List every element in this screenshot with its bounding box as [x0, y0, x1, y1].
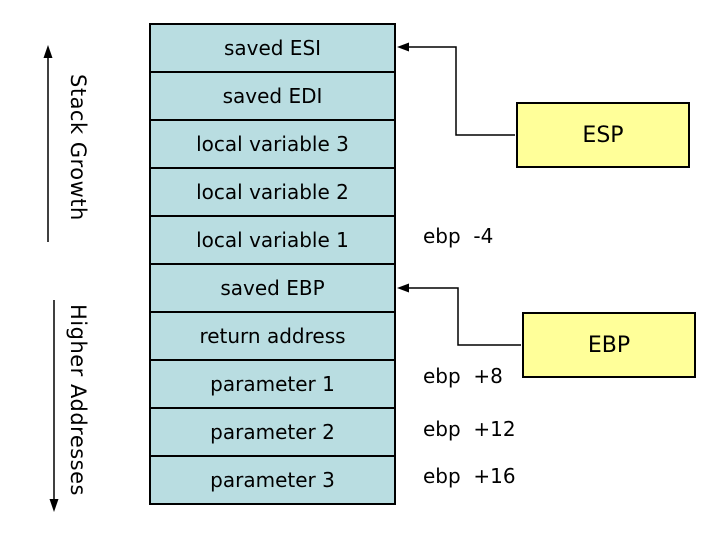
offset-label-ebp-plus-12: ebp +12 [423, 417, 516, 441]
ebp-register-label: EBP [587, 332, 631, 358]
stack-growth-label: Stack Growth [66, 74, 90, 221]
stack-row-return-address: return address [149, 311, 396, 361]
higher-addresses-arrowhead-icon [49, 499, 59, 512]
stack-frame-column: saved ESI saved EDI local variable 3 loc… [149, 23, 396, 505]
stack-row-local-var-1: local variable 1 [149, 215, 396, 265]
esp-register-box: ESP [516, 102, 690, 168]
ebp-register-box: EBP [522, 312, 696, 378]
ebp-pointer-line [401, 287, 521, 346]
esp-register-label: ESP [582, 122, 624, 148]
stack-row-local-var-3: local variable 3 [149, 119, 396, 169]
stack-row-saved-edi: saved EDI [149, 71, 396, 121]
stack-row-parameter-1: parameter 1 [149, 359, 396, 409]
stack-row-parameter-2: parameter 2 [149, 407, 396, 457]
stack-row-local-var-2: local variable 2 [149, 167, 396, 217]
stack-row-saved-ebp: saved EBP [149, 263, 396, 313]
stack-row-saved-esi: saved ESI [149, 23, 396, 73]
higher-addresses-label: Higher Addresses [66, 304, 90, 496]
offset-label-ebp-plus-16: ebp +16 [423, 464, 516, 488]
ebp-pointer-arrowhead-icon [397, 283, 409, 293]
esp-pointer-line [401, 46, 515, 136]
stack-row-parameter-3: parameter 3 [149, 455, 396, 505]
esp-pointer-arrowhead-icon [397, 42, 409, 52]
stack-growth-arrowhead-icon [43, 45, 53, 58]
offset-label-ebp-minus-4: ebp -4 [423, 224, 494, 248]
offset-label-ebp-plus-8: ebp +8 [423, 364, 503, 388]
